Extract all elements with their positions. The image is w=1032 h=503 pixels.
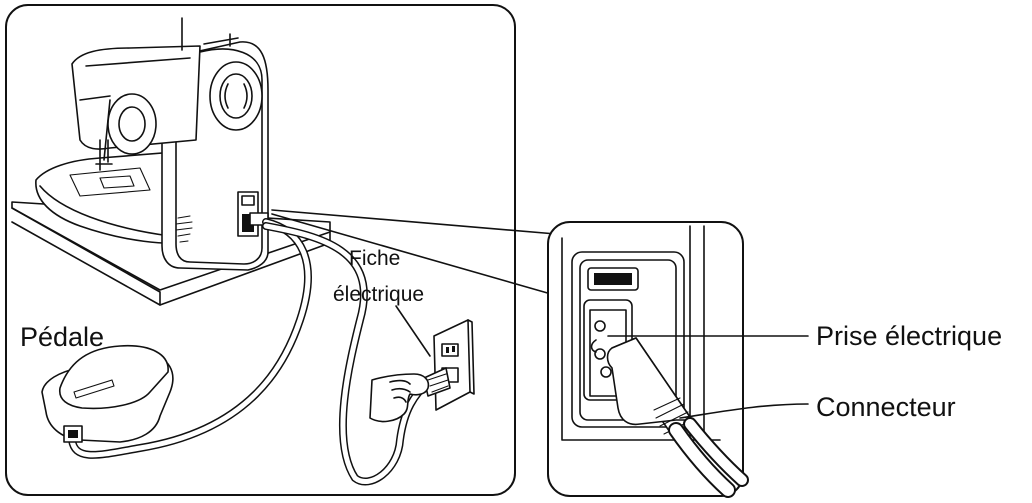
main-panel: Fiche électrique Pédale (5, 4, 516, 496)
plug-label-group: Fiche électrique (333, 247, 431, 357)
connector-label: Connecteur (816, 392, 956, 422)
plug-label-line1: Fiche (349, 247, 400, 270)
sewing-machine (35, 17, 269, 271)
power-cords (68, 218, 434, 486)
plug-label-line2: électrique (333, 283, 424, 306)
detail-inset (547, 221, 809, 498)
socket-label: Prise électrique (816, 321, 1002, 351)
connector-plug (606, 337, 749, 498)
foot-pedal (41, 344, 174, 443)
callout-lines (271, 209, 557, 295)
plug-and-hand (369, 367, 451, 423)
pedal-label: Pédale (20, 322, 104, 352)
